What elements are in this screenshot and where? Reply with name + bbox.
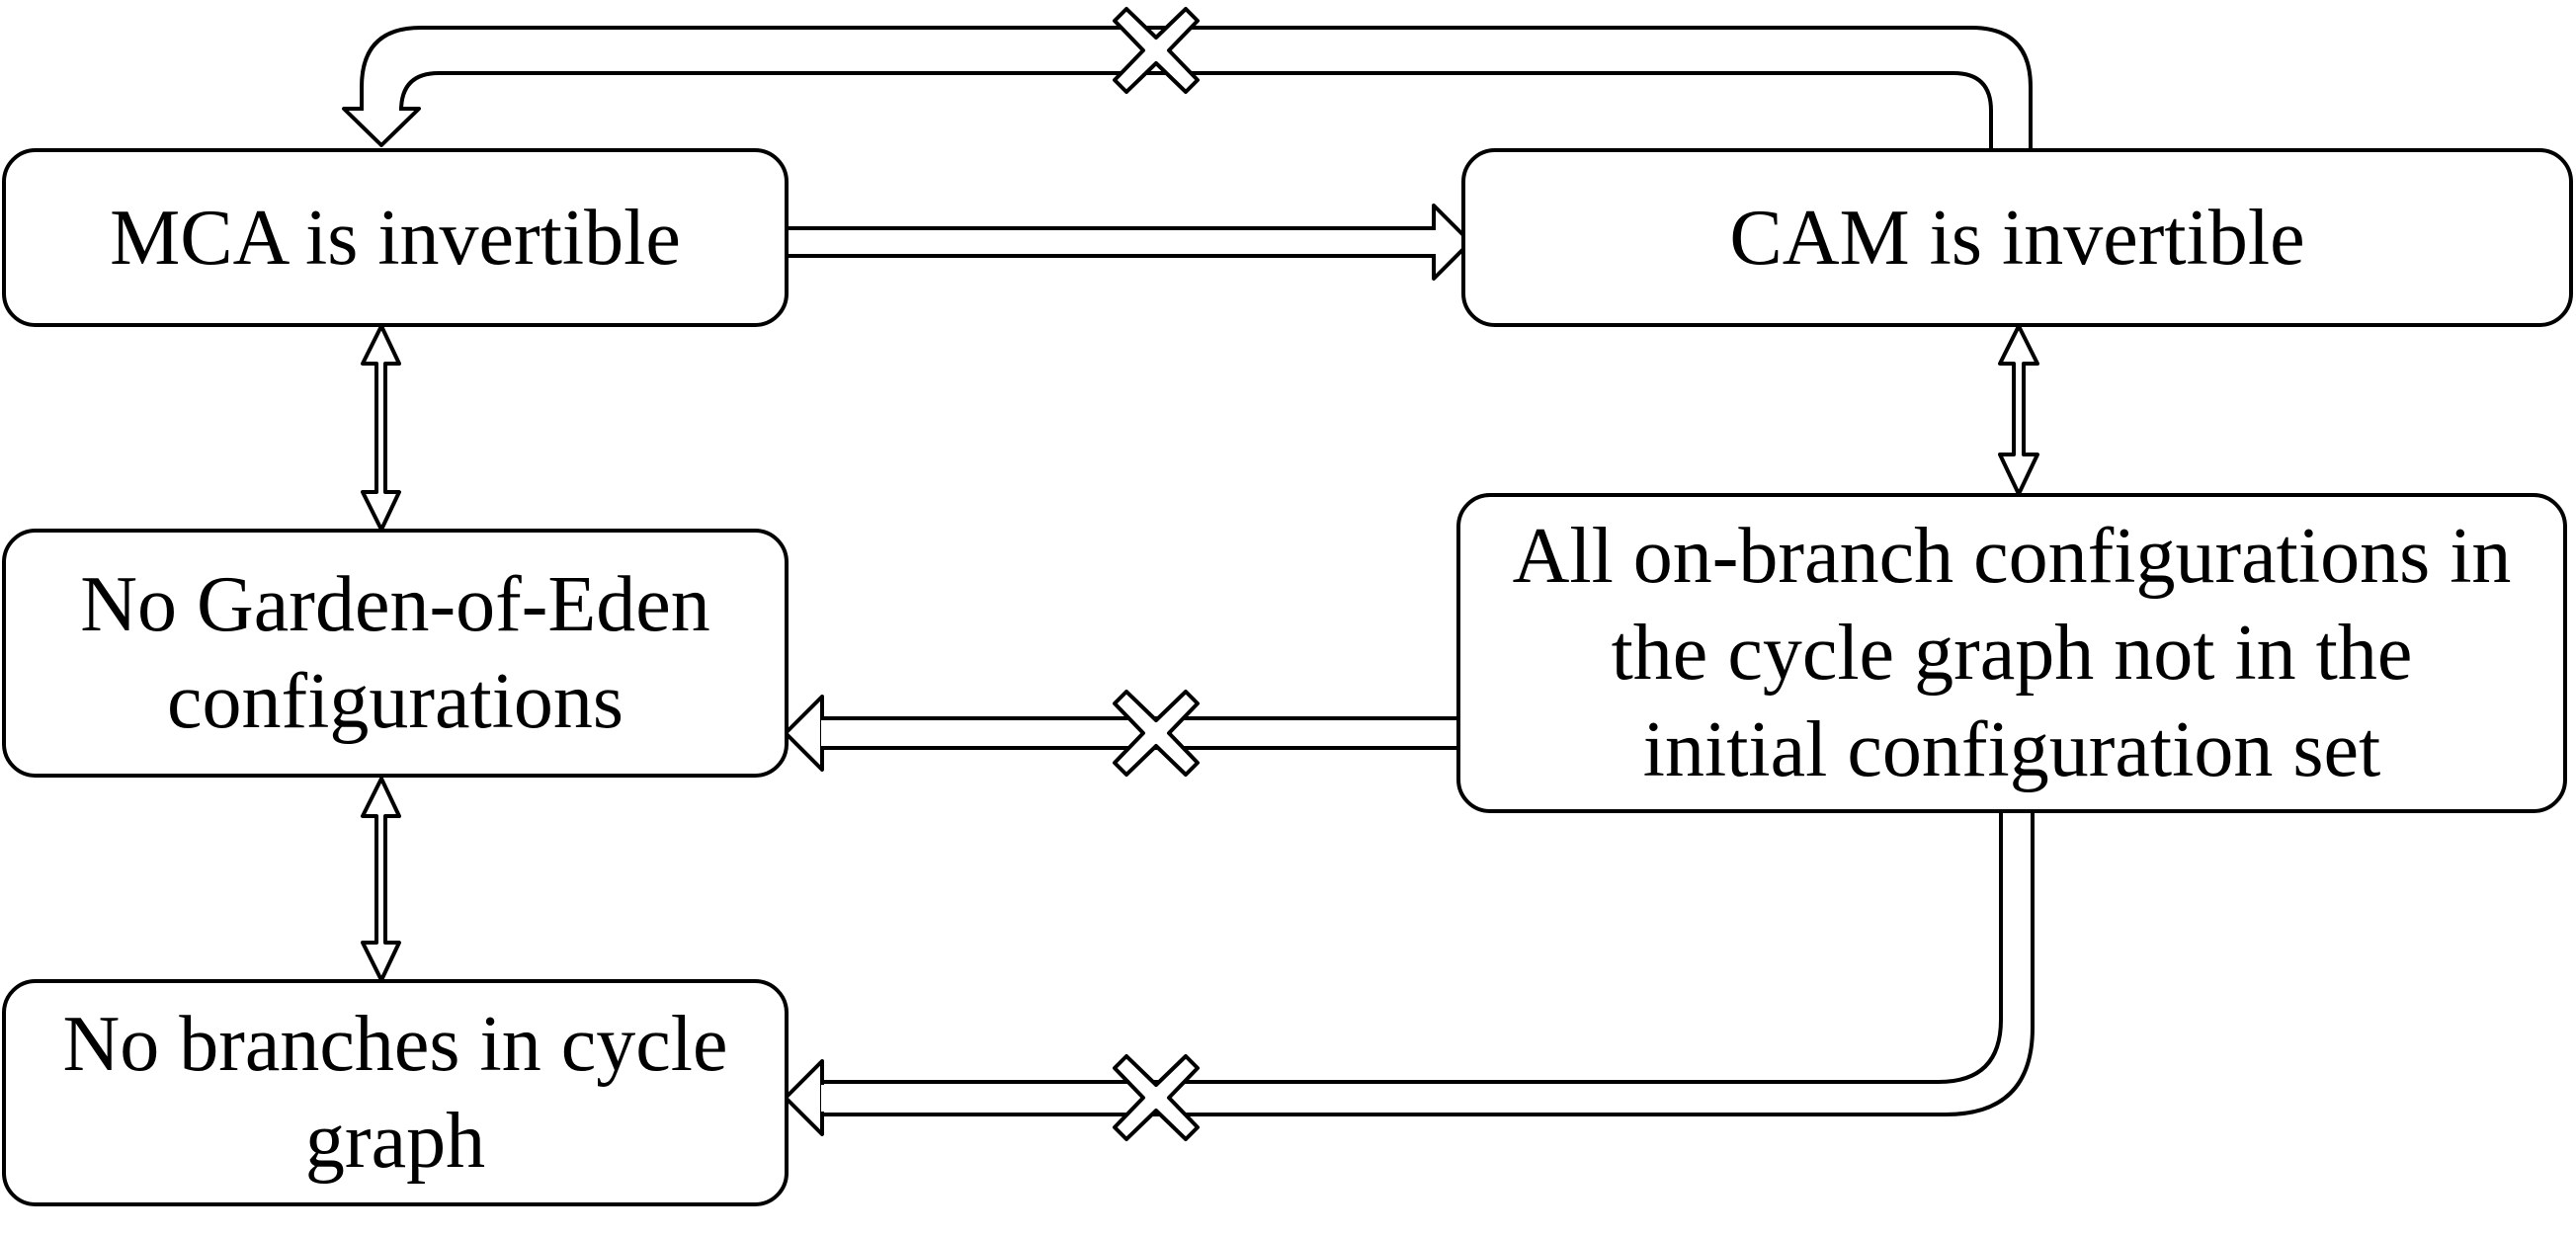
arrow-mca-to-cam — [789, 204, 1472, 281]
arrow-cam-to-onbranch-equivalent — [1998, 324, 2039, 496]
node-on-branch-configurations: All on-branch configurations in the cycl… — [1456, 493, 2567, 813]
negation-cross-icon — [1113, 690, 1200, 777]
node-label: MCA is invertible — [110, 194, 681, 282]
arrow-mca-to-goe-equivalent — [361, 324, 401, 532]
arrow-onbranch-to-branches-negated — [784, 812, 2035, 1136]
node-cam-invertible: CAM is invertible — [1461, 148, 2573, 327]
node-label: CAM is invertible — [1729, 194, 2305, 282]
negation-cross-icon — [1113, 7, 1200, 94]
arrow-cam-to-mca-negated — [342, 26, 2033, 148]
arrow-goe-to-branches-equivalent — [361, 777, 401, 982]
negation-cross-icon — [1113, 1054, 1200, 1141]
node-label: No Garden-of-Eden configurations — [80, 561, 710, 745]
node-no-branches: No branches in cycle graph — [2, 979, 789, 1206]
node-label: All on-branch configurations in the cycl… — [1512, 513, 2512, 793]
node-mca-invertible: MCA is invertible — [2, 148, 789, 327]
node-label: No branches in cycle graph — [62, 1001, 728, 1185]
node-no-garden-of-eden: No Garden-of-Eden configurations — [2, 529, 789, 778]
